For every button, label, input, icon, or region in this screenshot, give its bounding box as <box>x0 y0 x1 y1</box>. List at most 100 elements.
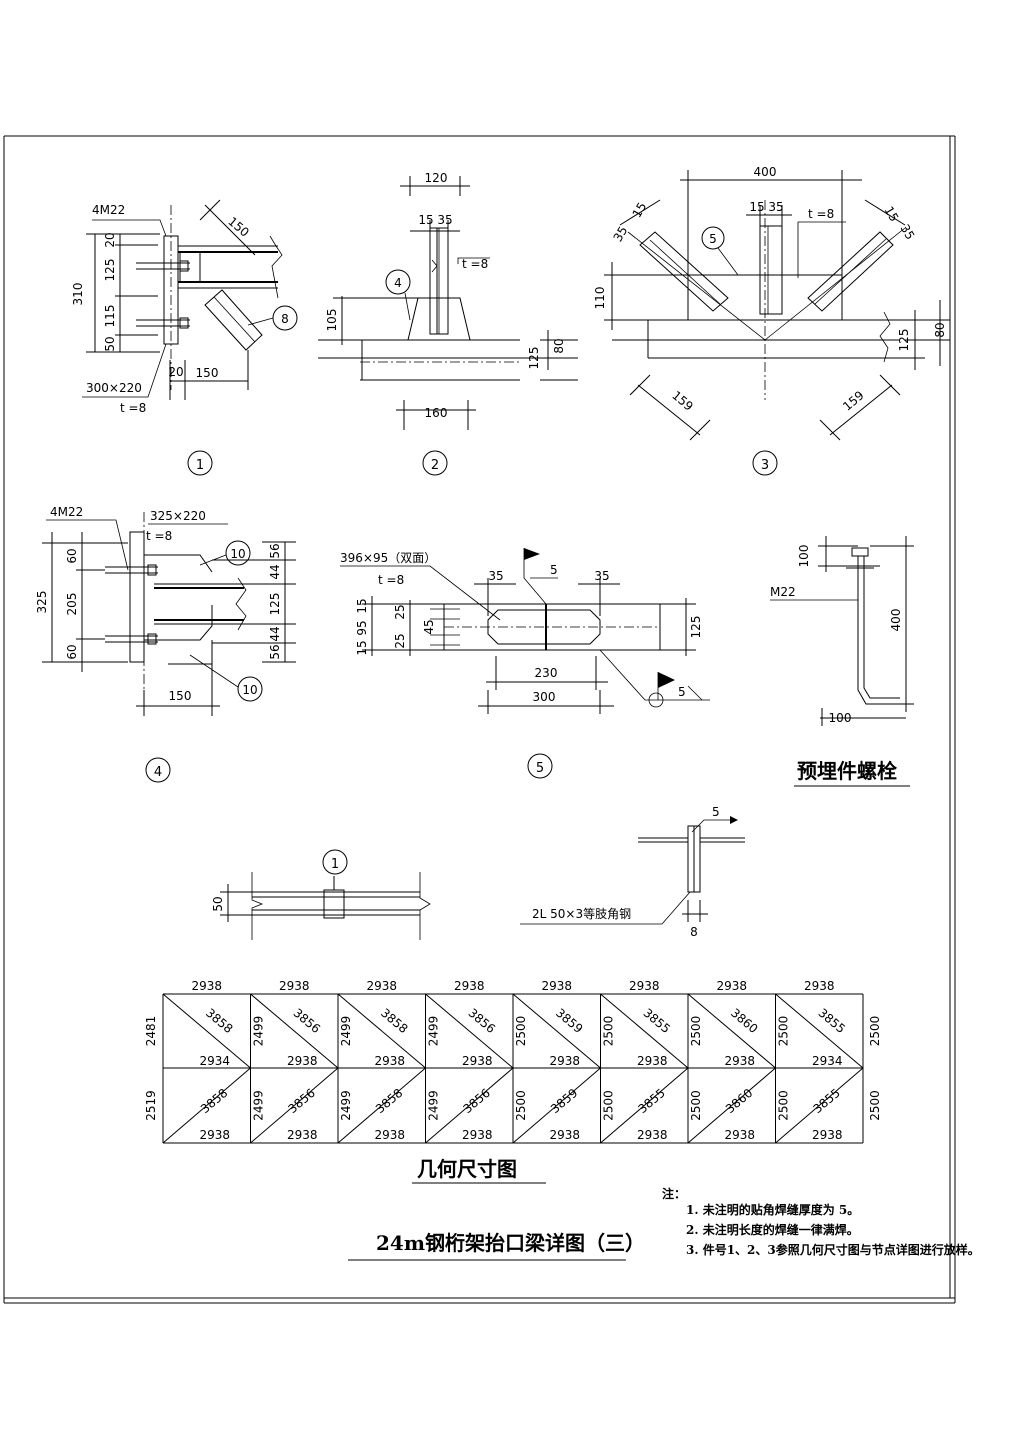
d1-number: 1 <box>196 458 204 473</box>
d1-dim-150b: 150 <box>196 366 219 380</box>
detail-3: 5 3 t =8 400 15 35 15 35 15 35 110 80 12… <box>593 165 950 476</box>
truss-mid-chord-label: 2938 <box>549 1054 580 1068</box>
truss-diag-bottom-label: 3855 <box>810 1086 842 1116</box>
d5-dim-35b: 35 <box>594 569 609 583</box>
d5-dim-25a: 25 <box>393 604 407 619</box>
d2-dim-125: 125 <box>527 347 541 370</box>
truss-diagonal-bottom-2 <box>337 1067 426 1144</box>
d3-dim-35b: 35 <box>611 224 631 244</box>
truss-diag-bottom-label: 3856 <box>460 1086 492 1116</box>
truss-bottom-chord-label: 2938 <box>374 1128 405 1142</box>
truss-bottom-chord-label: 2938 <box>199 1128 230 1142</box>
d5-dim-95: 95 <box>355 620 369 635</box>
truss-vert-top-label: 2499 <box>427 1016 441 1047</box>
d3-number: 3 <box>761 458 769 473</box>
d1-plate-label: 300×220 <box>86 381 142 395</box>
d1-dim-310: 310 <box>71 283 85 306</box>
truss-diagonal-bottom-6 <box>687 1067 776 1144</box>
d4-dim-60a: 60 <box>65 548 79 563</box>
angle-label: 2L 50×3等肢角钢 <box>532 906 631 921</box>
d5-thickness: t =8 <box>378 573 404 587</box>
bolt-title: 预埋件螺栓 <box>797 759 897 783</box>
truss-mid-chord-label: 2938 <box>724 1054 755 1068</box>
d1-dim-20b: 20 <box>168 365 183 379</box>
truss-mid-chord-label: 2938 <box>637 1054 668 1068</box>
d4-plate-label: 325×220 <box>150 509 206 523</box>
truss-vert-top-label: 2499 <box>339 1016 353 1047</box>
truss-top-chord-label: 2938 <box>804 979 835 993</box>
truss-diag-bottom-label: 3860 <box>723 1086 755 1116</box>
truss-diagonal-top-1 <box>250 993 339 1069</box>
d4-part-label-bottom: 10 <box>242 683 257 697</box>
truss-diagonal-top-6 <box>687 993 776 1069</box>
truss-diag-bottom-label: 3859 <box>548 1086 580 1116</box>
truss-diagonal-top-0 <box>162 993 251 1069</box>
d3-dim-159-right: 159 <box>840 388 867 413</box>
d1-thickness: t =8 <box>120 401 146 415</box>
truss-vert-top-label: 2500 <box>689 1016 703 1047</box>
truss-top-chord-label: 2938 <box>279 979 310 993</box>
notes-heading: 注： <box>662 1186 686 1201</box>
d5-number: 5 <box>536 761 544 776</box>
d1-part-label: 8 <box>281 312 289 326</box>
truss-top-chord-label: 2938 <box>366 979 397 993</box>
d2-dim-160: 160 <box>425 406 448 420</box>
d4-dim-56a: 56 <box>268 543 282 558</box>
d4-number: 4 <box>154 765 162 780</box>
truss-bottom-chord-label: 2938 <box>637 1128 668 1142</box>
truss-diag-bottom-label: 3858 <box>198 1086 230 1116</box>
truss-bottom-chord-label: 2938 <box>549 1128 580 1142</box>
beam-callout-detail: 1 50 <box>211 849 431 940</box>
truss-mid-chord-label: 2938 <box>374 1054 405 1068</box>
d2-dim-120: 120 <box>425 171 448 185</box>
d5-dim-300: 300 <box>533 690 556 704</box>
truss-bottom-chord-label: 2938 <box>812 1128 843 1142</box>
drawing-title: 24m钢桁架抬口梁详图（三） <box>376 1231 645 1255</box>
truss-vert-bottom-label: 2499 <box>252 1090 266 1121</box>
d4-dim-125: 125 <box>268 593 282 616</box>
detail-1: 8 1 4M22 300×220 t =8 310 20 125 115 50 … <box>71 199 298 476</box>
d4-dim-205: 205 <box>65 593 79 616</box>
angle-dim-8: 8 <box>690 925 698 939</box>
d3-dim-35c: 35 <box>898 222 918 242</box>
d5-dim-15b: 15 <box>355 640 369 655</box>
truss-vert-bottom-label: 2519 <box>144 1090 158 1121</box>
truss-diagonal-bottom-5 <box>600 1067 689 1144</box>
d4-dim-44b: 44 <box>268 626 282 641</box>
truss-diagonal-bottom-1 <box>250 1067 339 1144</box>
d5-dim-230: 230 <box>535 666 558 680</box>
d3-dim-15a: 15 <box>749 200 764 214</box>
d4-dim-325: 325 <box>35 591 49 614</box>
note-1: 1. 未注明的贴角焊缝厚度为 5。 <box>686 1202 859 1217</box>
truss-diag-bottom-label: 3856 <box>285 1086 317 1116</box>
d3-dim-80: 80 <box>933 322 947 337</box>
beam-callout-number: 1 <box>331 857 339 872</box>
d2-dim-15: 15 <box>418 213 433 227</box>
d1-dim-50: 50 <box>103 336 117 351</box>
d4-bolt-label: 4M22 <box>50 505 83 519</box>
truss-top-chord-label: 2938 <box>454 979 485 993</box>
truss-vert-top-label: 2500 <box>777 1016 791 1047</box>
d2-number: 2 <box>431 458 439 473</box>
truss-diagonal-top-4 <box>512 993 601 1069</box>
truss-diagonal-top-2 <box>337 993 426 1069</box>
truss-diagonal-bottom-3 <box>425 1067 514 1144</box>
d3-dim-15b: 15 <box>630 200 650 220</box>
truss-title: 几何尺寸图 <box>417 1157 517 1181</box>
truss-vert-bottom-label: 2499 <box>427 1090 441 1121</box>
d3-part-label: 5 <box>709 232 717 246</box>
d2-part-label: 4 <box>394 276 402 290</box>
d3-dim-159-left: 159 <box>669 388 696 413</box>
truss-vert-bottom-label: 2500 <box>514 1090 528 1121</box>
d1-bolt-label: 4M22 <box>92 203 125 217</box>
truss-bottom-chord-label: 2938 <box>287 1128 318 1142</box>
truss-mid-chord-label: 2934 <box>812 1054 843 1068</box>
truss-mid-chord-label: 2938 <box>462 1054 493 1068</box>
beam-dim-50: 50 <box>211 896 225 911</box>
truss-diagonal-bottom-7 <box>775 1067 864 1144</box>
d4-dim-56b: 56 <box>268 644 282 659</box>
bolt-dim-400: 400 <box>889 609 903 632</box>
d5-weld-bottom: 5 <box>678 685 686 699</box>
bolt-dim-100-top: 100 <box>797 545 811 568</box>
